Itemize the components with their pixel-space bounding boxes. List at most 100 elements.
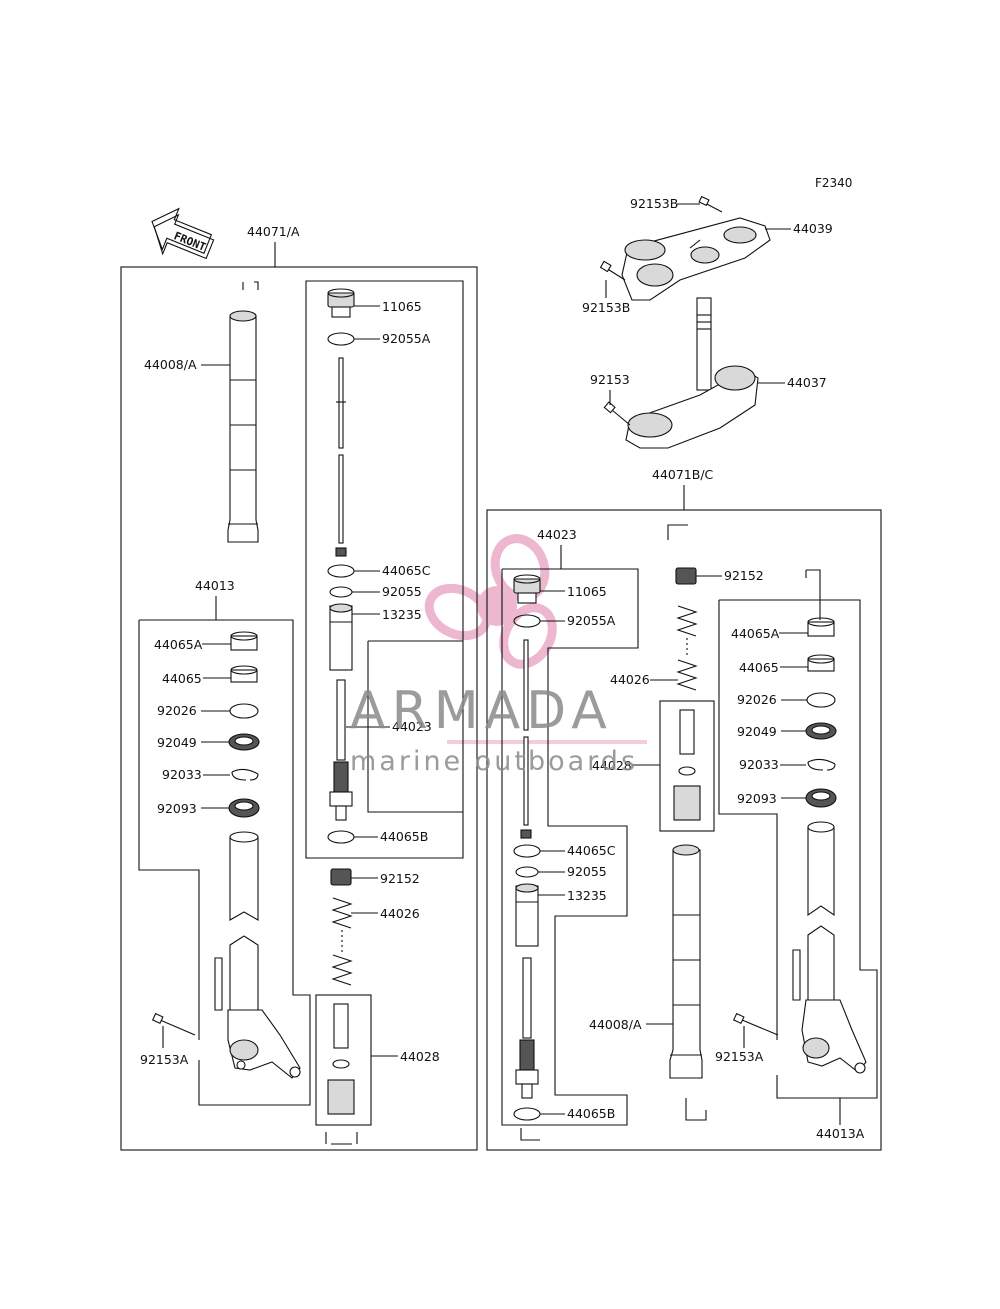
right-oring [515,866,539,878]
label-upper-bolt-left: 92153B [582,300,630,315]
label-right-spring: 44026 [610,672,650,687]
label-right-collar: 44028 [592,758,632,773]
label-left-bush: 44065 [162,671,202,686]
upper-bracket [599,195,771,301]
right-bush-a [807,617,835,637]
right-collar-box [659,700,715,832]
label-left-spring: 44026 [380,906,420,921]
left-cylinder-box [305,280,464,859]
label-left-nut: 92152 [380,871,420,886]
label-left-collar: 44028 [400,1049,440,1064]
label-left-axle-bolt: 92153A [140,1052,189,1067]
left-bush-a [230,631,258,651]
right-nut [675,567,697,585]
label-left-cap-oring: 92055A [382,331,431,346]
left-clip [231,768,259,781]
label-right-ring-b: 44065B [567,1106,615,1121]
right-cap [513,574,541,604]
label-right-bush: 44065 [739,660,779,675]
right-oil-seal [805,722,837,740]
left-dust-seal [228,798,260,818]
label-right-washer: 92026 [737,692,777,707]
left-bush [230,665,258,683]
label-right-axle-bolt: 92153A [715,1049,764,1064]
left-axle-bolt [151,1012,196,1036]
label-left-dust-seal: 92093 [157,801,197,816]
left-ring-b [327,830,355,844]
label-left-sleeve: 13235 [382,607,422,622]
label-right-cap: 11065 [567,584,607,599]
label-right-inner-group: 44013A [816,1126,865,1141]
left-washer [229,703,259,719]
right-dust-seal [805,788,837,808]
label-left-cap: 11065 [382,299,422,314]
label-left-washer: 92026 [157,703,197,718]
left-oring [329,586,353,598]
front-arrow-icon: FRONT [151,207,215,260]
label-upper-bolt-top: 92153B [630,196,678,211]
label-left-assembly: 44071/A [247,224,300,239]
label-left-clip: 92033 [162,767,202,782]
right-washer [806,692,836,708]
right-axle-bolt [732,1012,779,1036]
label-left-oring: 92055 [382,584,422,599]
label-right-cylinder-box: 44023 [537,527,577,542]
left-ring-c [327,564,355,578]
right-damper-rod [520,639,532,839]
right-cylinder-box [501,568,639,1126]
steering-stem-bracket [603,297,759,449]
label-right-cap-oring: 92055A [567,613,616,628]
left-assembly-frame [120,266,478,1151]
left-spring [331,897,353,986]
label-left-ring-b: 44065B [380,829,428,844]
left-oil-seal [228,733,260,751]
label-right-oil-seal: 92049 [737,724,777,739]
watermark-tagline: marine outboards [350,746,638,777]
label-right-nut: 92152 [724,568,764,583]
figure-code: F2340 [815,176,852,190]
right-assembly-frame [486,509,882,1151]
label-stem-bolt: 92153 [590,372,630,387]
right-cylinder [515,957,539,1099]
right-inner-group-frame [718,599,878,1099]
left-inner-group-frame [138,619,311,1106]
label-right-outer-tube: 44008/A [589,1017,642,1032]
label-right-oring: 92055 [567,864,607,879]
label-stem-bracket: 44037 [787,375,827,390]
left-damper-rod [335,357,347,557]
label-right-ring-c: 44065C [567,843,616,858]
right-outer-tube [669,844,707,1121]
left-collar [327,1003,355,1115]
left-cap-oring [327,332,355,346]
label-left-cylinder: 44023 [392,719,432,734]
right-spring [676,605,698,691]
label-left-outer-tube: 44008/A [144,357,197,372]
label-right-assembly: 44071B/C [652,467,714,482]
label-left-ring-c: 44065C [382,563,431,578]
label-right-bush-a: 44065A [731,626,780,641]
label-left-oil-seal: 92049 [157,735,197,750]
right-sleeve [515,883,539,947]
left-collar-box [315,994,372,1126]
left-cylinder [329,679,353,821]
right-ring-b [513,1107,541,1121]
watermark-brand: ARMADA [350,681,613,741]
left-outer-tube [227,281,259,543]
label-left-inner-group: 44013 [195,578,235,593]
left-sleeve [329,603,353,671]
label-right-clip: 92033 [739,757,779,772]
label-upper-bracket: 44039 [793,221,833,236]
right-inner-tube [792,821,867,1074]
left-cap [327,288,355,318]
label-right-sleeve: 13235 [567,888,607,903]
right-collar [673,709,701,821]
label-left-bush-a: 44065A [154,637,203,652]
right-ring-c [513,844,541,858]
right-clip [807,758,836,771]
right-bush [807,654,835,672]
right-cap-oring [513,614,541,628]
left-inner-tube [214,831,301,1079]
label-right-dust-seal: 92093 [737,791,777,806]
left-nut [330,868,352,886]
